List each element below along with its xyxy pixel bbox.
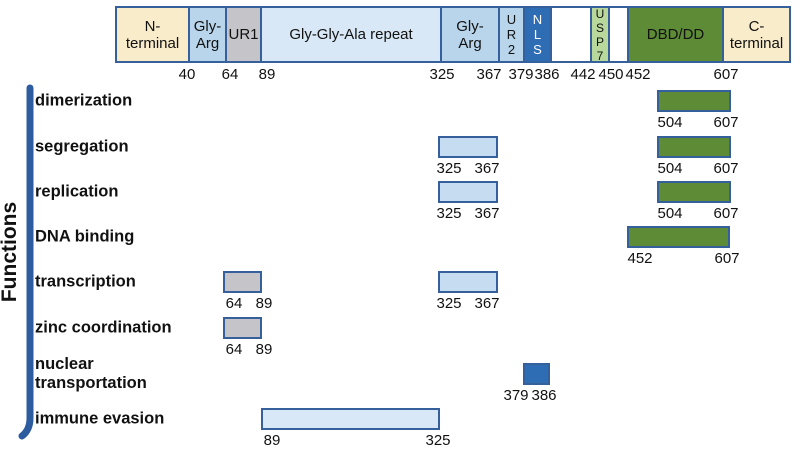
domain-segment-dbd-dd: DBD/DD [627, 6, 724, 63]
domain-segment-label: Gly- [456, 17, 484, 35]
domain-segment-label: 7 [596, 48, 604, 63]
region-boundary-tick: 379 [503, 387, 529, 404]
function-label-line: transcription [35, 272, 136, 291]
domain-segment-c-terminal: C-terminal [722, 6, 791, 63]
function-label-line: dimerization [35, 91, 133, 110]
function-label-dna-binding: DNA binding [35, 228, 134, 247]
residue-tick: 386 [534, 66, 560, 83]
domain-segment-n-terminal: N-terminal [115, 6, 190, 63]
function-label-line: nuclear [35, 355, 94, 373]
function-label-line: transportation [35, 374, 147, 392]
domain-segment-label: UR1 [228, 26, 259, 43]
functions-bracket [18, 84, 34, 440]
function-label-zinc-coordination: zinc coordination [35, 319, 172, 338]
domain-segment-gly-gly-ala-repeat: Gly-Gly-Ala repeat [260, 6, 442, 63]
function-region-box-transcription [438, 271, 498, 293]
residue-tick: 40 [178, 66, 196, 83]
region-boundary-tick: 325 [436, 205, 462, 222]
region-boundary-tick: 367 [474, 295, 500, 312]
residue-tick: 325 [429, 66, 455, 83]
domain-segment-label: terminal [125, 34, 180, 52]
domain-segment-label: terminal [729, 34, 784, 52]
residue-tick: 89 [258, 66, 276, 83]
domain-segment-label: S [595, 20, 604, 35]
domain-segment-label: N- [144, 17, 161, 35]
function-region-box-zinc-coordination [223, 317, 262, 339]
region-boundary-tick: 504 [657, 114, 683, 131]
region-boundary-tick: 89 [255, 295, 273, 312]
region-boundary-tick: 607 [713, 160, 739, 177]
function-region-box-segregation [657, 136, 731, 158]
region-boundary-tick: 89 [263, 432, 281, 449]
residue-tick: 607 [713, 66, 739, 83]
region-boundary-tick: 325 [425, 432, 451, 449]
region-boundary-tick: 64 [225, 295, 243, 312]
function-label-segregation: segregation [35, 138, 129, 157]
domain-segment-label: Arg [458, 34, 482, 52]
region-boundary-tick: 367 [474, 160, 500, 177]
residue-tick: 452 [625, 66, 651, 83]
function-label-line: DNA binding [35, 227, 135, 246]
domain-segment-label: Arg [195, 34, 220, 52]
domain-segment-label: U [506, 12, 517, 27]
region-boundary-tick: 607 [714, 250, 740, 267]
region-boundary-tick: 607 [713, 205, 739, 222]
domain-segment-label: Gly- [193, 17, 222, 35]
region-boundary-tick: 367 [474, 205, 500, 222]
domain-segment-label: R [506, 27, 517, 42]
region-boundary-tick: 607 [713, 114, 739, 131]
region-boundary-tick: 325 [436, 160, 462, 177]
function-region-box-nuclear-transportation [523, 363, 550, 385]
residue-tick: 442 [570, 66, 596, 83]
region-boundary-tick: 452 [627, 250, 653, 267]
domain-segment-gly-arg-1: Gly-Arg [188, 6, 227, 63]
domain-segment-gly-arg-2: Gly-Arg [440, 6, 500, 63]
function-region-box-dna-binding [627, 226, 730, 248]
region-boundary-tick: 504 [657, 205, 683, 222]
region-boundary-tick: 325 [436, 295, 462, 312]
residue-tick: 367 [476, 66, 502, 83]
residue-tick: 450 [598, 66, 624, 83]
region-boundary-tick: 89 [255, 341, 273, 358]
function-label-line: replication [35, 182, 119, 201]
function-label-line: segregation [35, 137, 129, 156]
region-boundary-tick: 386 [531, 387, 557, 404]
function-label-dimerization: dimerization [35, 92, 132, 111]
domain-segment-label: P [595, 34, 604, 49]
domain-segment-label: U [595, 6, 605, 21]
functions-axis-label: Functions [0, 201, 21, 303]
domain-segment-label: DBD/DD [646, 26, 705, 43]
function-region-box-segregation [438, 136, 498, 158]
function-label-transcription: transcription [35, 273, 136, 292]
domain-segment-ur1: UR1 [225, 6, 262, 63]
residue-tick: 379 [508, 66, 534, 83]
function-region-box-transcription [223, 271, 262, 293]
residue-tick: 64 [221, 66, 239, 83]
domain-segment-label: Gly-Gly-Ala repeat [289, 26, 413, 43]
domain-segment-label: N [532, 12, 543, 27]
domain-segment-label: S [533, 42, 542, 57]
function-label-replication: replication [35, 183, 118, 202]
region-boundary-tick: 64 [225, 341, 243, 358]
function-label-immune-evasion: immune evasion [35, 410, 164, 429]
domain-segment-label: 2 [507, 42, 516, 57]
region-boundary-tick: 504 [657, 160, 683, 177]
function-label-line: zinc coordination [35, 318, 172, 337]
domain-segment-label: L [533, 27, 542, 42]
functions-bracket-line [18, 84, 34, 440]
function-region-box-dimerization [657, 90, 731, 112]
function-region-box-replication [657, 181, 731, 203]
function-region-box-immune-evasion [261, 408, 440, 430]
function-region-box-replication [438, 181, 498, 203]
function-label-line: immune evasion [35, 409, 165, 428]
domain-segment-label: C- [748, 17, 765, 35]
